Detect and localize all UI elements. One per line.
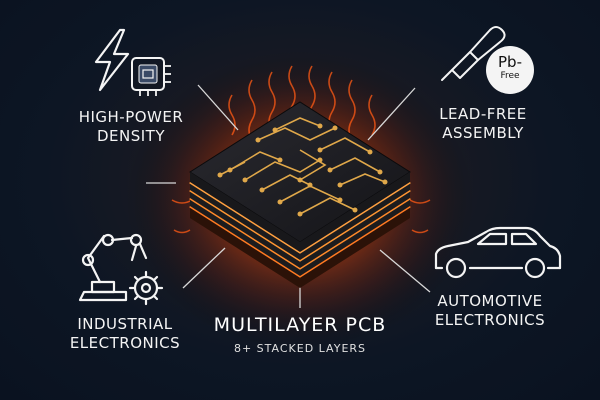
lead-free-badge: [486, 46, 534, 94]
feature-label-line: LEAD-FREE: [439, 105, 527, 123]
circuit-traces: [219, 117, 386, 215]
feature-label-line: INDUSTRIAL: [77, 315, 173, 333]
feature-label-lead-free: LEAD-FREE ASSEMBLY: [408, 105, 558, 143]
feature-label-line: ELECTRONICS: [434, 311, 546, 329]
feature-label-industrial: INDUSTRIAL ELECTRONICS: [50, 315, 200, 353]
feature-label-line: HIGH-POWER: [78, 108, 184, 126]
page-title: MULTILAYER PCB: [213, 314, 387, 336]
robot-arm-gear-icon: [78, 233, 164, 306]
feature-label-high-power: HIGH-POWER DENSITY: [56, 108, 206, 146]
car-icon: [434, 226, 562, 279]
trace-pads: [217, 123, 388, 217]
lead-free-badge-text: Pb- Free: [486, 54, 534, 82]
badge-pb-label: Pb-: [498, 53, 522, 71]
feature-label-line: ELECTRONICS: [69, 334, 181, 352]
connector-lines: [146, 84, 431, 308]
soldering-iron-icon: [441, 26, 506, 81]
feature-label-line: DENSITY: [96, 127, 166, 145]
feature-label-line: ASSEMBLY: [442, 124, 524, 142]
lightning-bolt-icon: [94, 28, 130, 92]
badge-free-label: Free: [500, 71, 520, 81]
lightning-chip-icon: [94, 28, 171, 96]
feature-label-automotive: AUTOMOTIVE ELECTRONICS: [410, 292, 570, 330]
feature-label-line: AUTOMOTIVE: [437, 292, 543, 310]
page-subtitle: 8+ STACKED LAYERS: [233, 342, 367, 355]
center-title-block: MULTILAYER PCB 8+ STACKED LAYERS: [190, 313, 410, 355]
